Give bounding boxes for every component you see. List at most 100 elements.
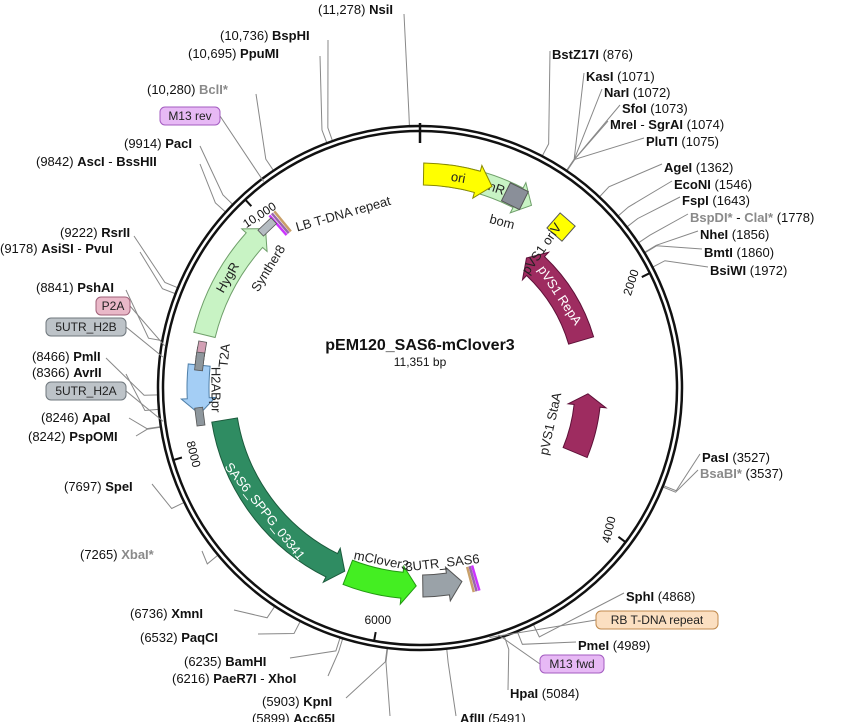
site-enzyme-name: AsiSI <box>41 241 74 256</box>
tick-mark <box>641 272 651 278</box>
tick-mark <box>173 456 183 461</box>
badge-m13-fwd <box>539 654 605 674</box>
site-position: (8466) <box>32 349 70 364</box>
site-enzyme-name: BspHI <box>272 28 310 43</box>
site-position: (1075) <box>681 134 719 149</box>
rb-repeat-marker <box>468 565 478 592</box>
site-position: (3527) <box>732 450 770 465</box>
site-hpai: HpaI (5084) <box>510 686 579 701</box>
site-leader-bstz17i <box>541 50 551 158</box>
feature-label-h2abpr: H2ABpr <box>208 367 223 413</box>
tick-label: 2000 <box>620 267 642 297</box>
site-enzyme-name: BspDI* <box>690 210 734 225</box>
rb-repeat-marker <box>470 565 481 591</box>
site-enzyme-name: PshAI <box>77 280 114 295</box>
site-enzyme-name: PaqCI <box>181 630 218 645</box>
site-leader-fspi <box>625 196 681 229</box>
site-leader-paer7i <box>327 637 344 677</box>
site-enzyme-name: PspOMI <box>69 429 117 444</box>
site-leader-hpai <box>503 634 510 691</box>
site-position: (1073) <box>650 101 688 116</box>
site-enzyme-name: BssHII <box>116 154 156 169</box>
feature-arrow-pvs1-staa <box>562 393 608 459</box>
tick-mark <box>244 198 253 207</box>
site-leader-acc65i <box>385 646 391 717</box>
badge-label-5utr-h2b: 5UTR_H2B <box>55 320 116 334</box>
site-position: (6235) <box>184 654 222 669</box>
site-position: (1860) <box>737 245 775 260</box>
site-leader-rsrii <box>133 235 180 289</box>
feature-arrow-pvs1-repa <box>521 251 595 345</box>
site-leader-sphi <box>532 592 625 638</box>
site-leader-kpni <box>345 646 388 699</box>
feature-arrow-3utr-sas6 <box>422 565 463 603</box>
site-leader-lines <box>105 13 709 717</box>
site-enzyme-name: SpeI <box>105 479 132 494</box>
site-enzyme-name: SfoI <box>622 101 647 116</box>
site-bmti: BmtI (1860) <box>704 245 774 260</box>
site-enzyme-name: PasI <box>702 450 729 465</box>
site-econi: EcoNI (1546) <box>674 177 752 192</box>
badge-rb-badge <box>595 610 719 630</box>
badge-leader-m13-rev <box>219 115 265 182</box>
site-enzyme-name: BsiWI <box>710 263 746 278</box>
site-enzyme-name: BclI* <box>199 82 229 97</box>
site-paci: (9914) PacI <box>124 136 192 151</box>
site-enzyme-name: KasI <box>586 69 613 84</box>
badge-5utr-h2b <box>45 317 127 337</box>
site-leader-pspomi <box>135 426 163 437</box>
tick-label: 4000 <box>599 515 619 544</box>
site-enzyme-name: PmeI <box>578 638 609 653</box>
lb-repeat-label: LB T-DNA repeat <box>294 193 393 235</box>
site-enzyme-name: PmlI <box>73 349 100 364</box>
site-leader-asisi <box>139 251 177 295</box>
site-leader-econi <box>616 180 673 218</box>
tick-label: 6000 <box>364 613 391 627</box>
site-enzyme-name: SgrAI <box>648 117 683 132</box>
site-enzyme-name: BstZ17I <box>552 47 599 62</box>
site-enzyme-name: NsiI <box>369 2 393 17</box>
site-xbai: (7265) XbaI* <box>80 547 155 562</box>
site-position: (8366) <box>32 365 70 380</box>
site-enzyme-name: ApaI <box>82 410 110 425</box>
site-leader-spei <box>151 483 186 510</box>
site-position: (9914) <box>124 136 162 151</box>
plasmid-size: 11,351 bp <box>394 355 447 369</box>
site-leader-apai <box>128 417 162 430</box>
site-enzyme-name: FspI <box>682 193 709 208</box>
badge-leader-m13-fwd <box>498 634 541 665</box>
site-kasi: KasI (1071) <box>586 69 655 84</box>
site-leader-kasi <box>565 72 585 172</box>
lb-repeat-marker <box>273 210 292 233</box>
site-position: (5903) <box>262 694 300 709</box>
site-enzyme-name: Acc65I <box>293 711 335 722</box>
site-position: (1072) <box>633 85 671 100</box>
site-position: (9842) <box>36 154 74 169</box>
site-position: (1074) <box>687 117 725 132</box>
5utr-h2a-marker <box>194 406 206 427</box>
synther8-marker <box>257 217 278 237</box>
feature-label-sas6-sppg: SAS6_SPPG_03341 <box>222 460 308 563</box>
badge-m13-rev <box>159 106 221 126</box>
badge-p2a <box>95 296 131 316</box>
site-separator: - <box>74 241 86 256</box>
site-position: (8242) <box>28 429 66 444</box>
site-position: (6216) <box>172 671 210 686</box>
badge-label-rb-badge: RB T-DNA repeat <box>611 613 704 627</box>
feature-label-bom: bom <box>488 211 516 232</box>
site-xmni: (6736) XmnI <box>130 606 203 621</box>
site-position: (11,278) <box>318 2 365 17</box>
site-position: (5899) <box>252 711 290 722</box>
site-position: (5491) <box>488 711 526 722</box>
site-position: (7697) <box>64 479 102 494</box>
site-pluti: PluTI (1075) <box>646 134 719 149</box>
site-enzyme-name: AvrII <box>73 365 101 380</box>
site-asisi: (9178) AsiSI - PvuI <box>0 241 113 256</box>
badge-label-p2a: P2A <box>102 299 125 313</box>
badge-label-5utr-h2a: 5UTR_H2A <box>55 384 116 398</box>
site-leader-agei <box>598 163 663 199</box>
site-leader-bamhi <box>289 636 341 659</box>
site-separator: - <box>733 210 745 225</box>
